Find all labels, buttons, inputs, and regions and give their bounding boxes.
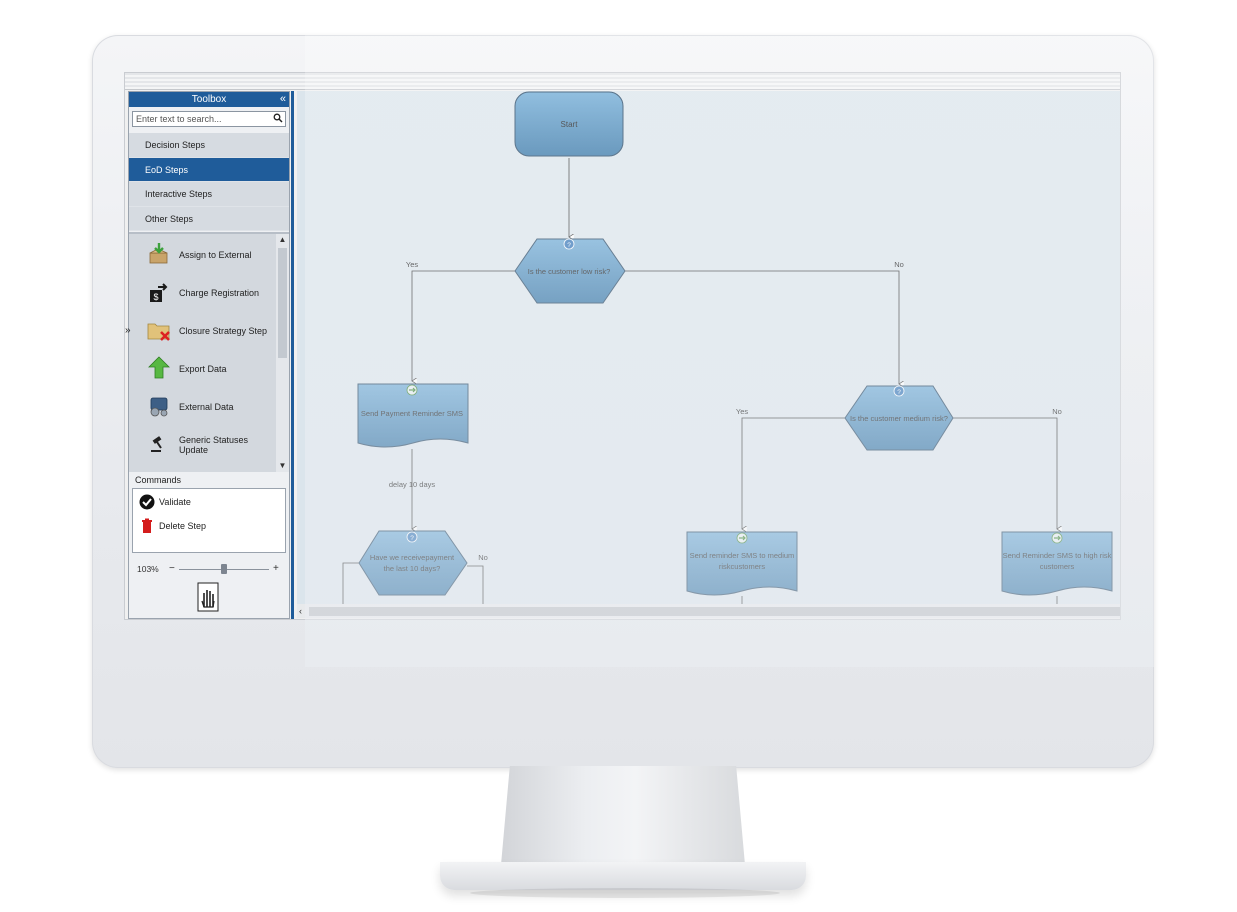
workflow-canvas[interactable]: Start ? Is the customer low risk? Yes No…	[297, 91, 1120, 604]
decision-received-payment-line2: the last 10 days?	[384, 564, 441, 573]
start-node-label: Start	[561, 120, 579, 129]
category-interactive-steps[interactable]: Interactive Steps	[129, 182, 289, 207]
connector-no3	[467, 565, 484, 604]
step-list-scrollbar[interactable]: ▲ ▼	[276, 234, 289, 472]
yes-label: Yes	[406, 260, 418, 269]
canvas-horizontal-scrollbar[interactable]: ‹	[297, 604, 1120, 618]
toolbox-header: Toolbox «	[129, 92, 289, 107]
svg-text:?: ?	[567, 242, 571, 249]
commands-title: Commands	[135, 475, 182, 485]
monitor-stand-neck	[500, 766, 746, 876]
toolbox-search	[132, 111, 286, 127]
expand-panel-icon[interactable]: »	[125, 325, 131, 336]
no-label: No	[1052, 407, 1062, 416]
decision-medium-risk-label: Is the customer medium risk?	[850, 414, 948, 423]
gavel-icon	[151, 436, 162, 452]
horizontal-scroll-thumb[interactable]	[309, 607, 1120, 616]
scroll-left-icon[interactable]: ‹	[299, 606, 302, 616]
monitor-stand-base	[440, 862, 806, 890]
step-external-data[interactable]: External Data	[129, 388, 275, 426]
connector-no2	[953, 417, 1057, 529]
trash-icon	[142, 518, 152, 533]
toolbox-search-input[interactable]	[133, 112, 271, 126]
window-top-bar	[125, 73, 1120, 90]
step-label: Assign to External	[179, 249, 252, 260]
commands-box: Validate Delete Step	[132, 488, 286, 553]
no-label: No	[894, 260, 904, 269]
step-assign-to-external[interactable]: Assign to External	[129, 236, 275, 274]
category-other-steps[interactable]: Other Steps	[129, 206, 289, 231]
svg-text:$: $	[153, 292, 158, 302]
delete-step-button[interactable]: Delete Step	[139, 517, 279, 535]
step-label: Generic Statuses Update	[179, 434, 249, 455]
validate-button[interactable]: Validate	[139, 493, 279, 511]
step-closure-strategy[interactable]: Closure Strategy Step	[129, 312, 275, 350]
action-medium-line2: riskcustomers	[719, 562, 766, 571]
zoom-out-icon[interactable]: −	[169, 563, 175, 574]
step-export-data[interactable]: Export Data	[129, 350, 275, 388]
flow-diagram: Start ? Is the customer low risk? Yes No…	[342, 91, 1113, 604]
step-generic-statuses-update[interactable]: Generic Statuses Update	[129, 426, 275, 464]
scroll-thumb[interactable]	[278, 248, 287, 358]
yes-label: Yes	[736, 407, 748, 416]
closure-folder-icon	[147, 323, 170, 341]
toolbox-splitter[interactable]	[291, 91, 294, 619]
no-label: No	[478, 553, 488, 562]
action-high-line1: Send Reminder SMS to high risk	[1003, 551, 1112, 560]
assign-external-icon	[149, 243, 168, 264]
charge-registration-icon: $	[150, 283, 168, 302]
delay-label: delay 10 days	[389, 480, 436, 489]
connector-yes1	[412, 270, 515, 381]
step-label: External Data	[179, 401, 234, 412]
step-label: Charge Registration	[179, 287, 260, 298]
zoom-value: 103%	[137, 564, 159, 574]
action-medium-line1: Send reminder SMS to medium	[690, 551, 795, 560]
step-charge-registration[interactable]: $ Charge Registration	[129, 274, 275, 312]
zoom-slider-thumb[interactable]	[221, 564, 227, 574]
scroll-up-icon[interactable]: ▲	[278, 235, 287, 244]
pan-hand-icon[interactable]	[197, 581, 219, 613]
step-label: Export Data	[179, 363, 227, 374]
decision-received-payment-line1: Have we receivepayment	[370, 553, 455, 562]
action-high-line2: customers	[1040, 562, 1075, 571]
svg-text:?: ?	[410, 535, 414, 542]
validate-label: Validate	[159, 497, 191, 507]
app-window: Toolbox « Decision Steps EoD Steps Inter…	[124, 72, 1121, 620]
connector-no1	[625, 270, 899, 384]
category-eod-steps[interactable]: EoD Steps	[129, 157, 289, 182]
export-arrow-icon	[148, 356, 170, 379]
external-data-icon	[150, 397, 168, 417]
commands-section: Commands Validate Delete Step	[129, 474, 289, 553]
step-list: Assign to External $ Charge Registration…	[129, 232, 289, 472]
collapse-panel-icon[interactable]: «	[279, 93, 286, 105]
delete-step-label: Delete Step	[159, 521, 207, 531]
toolbox-panel: Toolbox « Decision Steps EoD Steps Inter…	[128, 91, 290, 619]
scroll-down-icon[interactable]: ▼	[278, 461, 287, 470]
step-category-list: Decision Steps EoD Steps Interactive Ste…	[129, 133, 289, 231]
connector-decision3-left	[342, 562, 359, 604]
connector-yes2	[742, 417, 845, 529]
zoom-in-icon[interactable]: +	[273, 563, 279, 574]
monitor-stand-shadow	[470, 888, 780, 898]
step-label: Closure Strategy Step	[179, 325, 268, 336]
svg-text:?: ?	[897, 389, 901, 396]
check-circle-icon	[139, 494, 155, 510]
decision-low-risk-label: Is the customer low risk?	[528, 267, 611, 276]
action-send-payment-reminder-label: Send Payment Reminder SMS	[361, 409, 463, 418]
category-decision-steps[interactable]: Decision Steps	[129, 133, 289, 158]
zoom-control: 103% − +	[129, 562, 289, 576]
search-icon[interactable]	[272, 113, 283, 124]
toolbox-title: Toolbox	[191, 94, 227, 105]
